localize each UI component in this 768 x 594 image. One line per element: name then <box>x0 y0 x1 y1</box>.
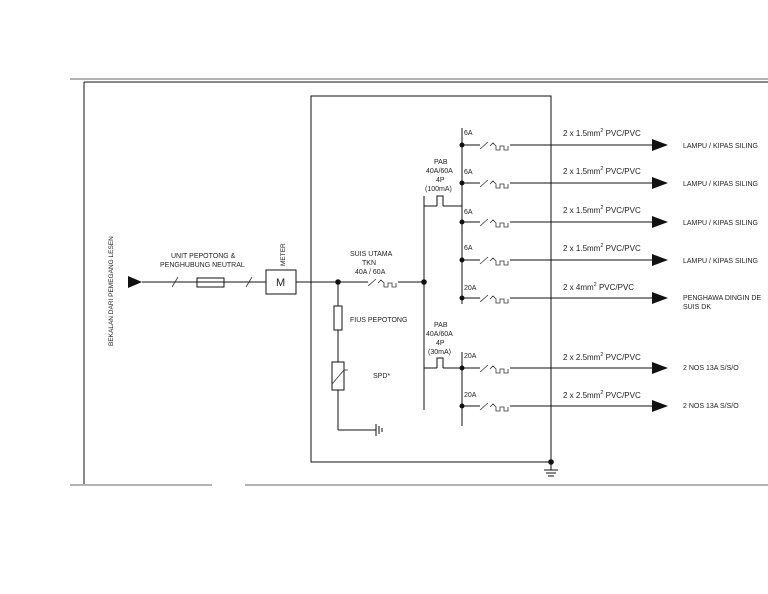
circuit-4: 6A 2 x 1.5mm2 PVC/PVC LAMPU / KIPAS SILI… <box>459 243 758 266</box>
circuit-5: 20A 2 x 4mm2 PVC/PVC PENGHAWA DINGIN DE … <box>459 282 761 311</box>
spd-branch: FIUS PEPOTONG SPD* <box>331 282 407 436</box>
cutout-label-2: PENGHUBUNG NEUTRAL <box>160 262 245 269</box>
load-label: LAMPU / KIPAS SILING <box>683 258 758 265</box>
cable-spec: 2 x 1.5mm2 PVC/PVC <box>563 205 641 215</box>
circuit-3: 6A 2 x 1.5mm2 PVC/PVC LAMPU / KIPAS SILI… <box>459 205 758 228</box>
rccb-bottom-label-3: 4P <box>436 340 445 347</box>
arrow-icon <box>652 139 668 151</box>
load-label: 2 NOS 13A S/S/O <box>683 403 739 410</box>
rccb-top-label-3: 4P <box>436 177 445 184</box>
circuit-1: 6A 2 x 1.5mm2 PVC/PVC LAMPU / KIPAS SILI… <box>459 128 758 151</box>
spd-label: SPD* <box>373 373 390 380</box>
load-label: LAMPU / KIPAS SILING <box>683 220 758 227</box>
arrow-icon <box>652 362 668 374</box>
load-label: LAMPU / KIPAS SILING <box>683 181 758 188</box>
incoming-supply: BEKALAN DARI PEMEGANG LESEN UNIT PEPOTON… <box>108 236 266 346</box>
cable-spec: 2 x 1.5mm2 PVC/PVC <box>563 128 641 138</box>
fuse-label: FIUS PEPOTONG <box>350 317 407 324</box>
cable-spec: 2 x 1.5mm2 PVC/PVC <box>563 243 641 253</box>
circuit-7: 20A 2 x 2.5mm2 PVC/PVC 2 NOS 13A S/S/O <box>459 390 739 412</box>
cutout-fuse-vertical-icon <box>333 305 343 331</box>
arrow-icon <box>652 216 668 228</box>
arrow-icon <box>652 177 668 189</box>
outer-frame <box>70 78 768 486</box>
rccb-top-label-2: 40A/60A <box>426 168 453 175</box>
meter-label: METER <box>280 243 287 266</box>
earth-icon <box>544 469 558 477</box>
rccb-top-label-1: PAB <box>434 159 448 166</box>
rccb-bottom-label-2: 40A/60A <box>426 331 453 338</box>
load-label: PENGHAWA DINGIN DE <box>683 295 761 302</box>
circuit-2: 6A 2 x 1.5mm2 PVC/PVC LAMPU / KIPAS SILI… <box>459 166 758 189</box>
main-switch: SUIS UTAMA TKN 40A / 60A <box>335 251 427 288</box>
main-switch-label-1: SUIS UTAMA <box>350 251 393 258</box>
rccb-top: PAB 40A/60A 4P (100mA) <box>424 159 462 207</box>
cutout-label-1: UNIT PEPOTONG & <box>171 253 236 260</box>
load-label: SUIS DK <box>683 304 711 311</box>
cable-spec: 2 x 2.5mm2 PVC/PVC <box>563 352 641 362</box>
arrow-icon <box>652 254 668 266</box>
earth-icon <box>375 424 383 436</box>
cable-spec: 2 x 1.5mm2 PVC/PVC <box>563 166 641 176</box>
distribution-board-box <box>310 95 552 463</box>
rccb-bottom-label-1: PAB <box>434 322 448 329</box>
incoming-arrow-icon <box>128 276 142 288</box>
cutout-fuse-icon <box>196 277 225 288</box>
arrow-icon <box>652 400 668 412</box>
circuit-rating: 6A <box>464 209 473 216</box>
load-label: LAMPU / KIPAS SILING <box>683 143 758 150</box>
spd-icon <box>331 361 345 391</box>
rccb-top-label-4: (100mA) <box>425 186 452 193</box>
main-switch-label-2: TKN <box>362 260 376 267</box>
incoming-label: BEKALAN DARI PEMEGANG LESEN <box>108 236 115 346</box>
circuit-rating: 20A <box>464 285 477 292</box>
main-switch-label-3: 40A / 60A <box>355 269 386 276</box>
cable-spec: 2 x 4mm2 PVC/PVC <box>563 282 634 292</box>
circuit-rating: 20A <box>464 353 477 360</box>
load-label: 2 NOS 13A S/S/O <box>683 365 739 372</box>
circuit-6: 20A 2 x 2.5mm2 PVC/PVC 2 NOS 13A S/S/O <box>459 352 739 374</box>
circuit-rating: 6A <box>464 169 473 176</box>
circuit-rating: 6A <box>464 245 473 252</box>
rccb-bottom-label-4: (30mA) <box>428 349 451 356</box>
cable-spec: 2 x 2.5mm2 PVC/PVC <box>563 390 641 400</box>
meter-symbol: M <box>276 277 285 289</box>
meter: M METER <box>265 243 338 295</box>
rccb-bottom: PAB 40A/60A 4P (30mA) <box>424 322 462 369</box>
board-earth <box>544 459 558 477</box>
circuit-rating: 6A <box>464 130 473 137</box>
arrow-icon <box>652 292 668 304</box>
circuit-rating: 20A <box>464 392 477 399</box>
